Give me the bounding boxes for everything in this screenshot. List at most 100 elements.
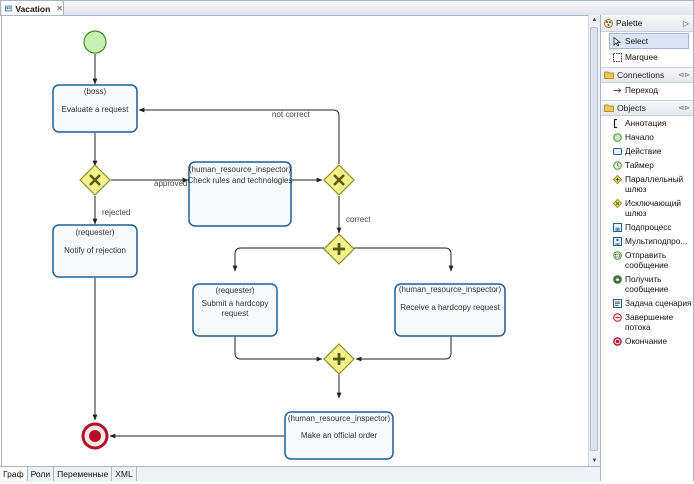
cursor-icon — [613, 36, 622, 46]
palette-item-label: Окончание — [625, 336, 668, 346]
transition-arrow-icon — [613, 87, 622, 93]
palette-item-label: Мультиподпро... — [625, 236, 688, 246]
palette-item-task[interactable]: Действие — [601, 144, 693, 158]
palette-item-label: Задача сценария — [625, 298, 692, 308]
receive-message-icon — [613, 274, 622, 284]
folder-open-icon — [604, 71, 614, 79]
scrollbar-thumb[interactable] — [590, 27, 598, 451]
timer-icon — [613, 160, 622, 170]
process-diagram[interactable]: approved rejected not correct correct (b… — [2, 16, 589, 467]
flow-fork-to-receive[interactable] — [354, 247, 454, 272]
task-label: Make an official order — [301, 431, 378, 440]
task-label: Receive a hardcopy request — [400, 303, 500, 312]
annotation-icon — [613, 118, 617, 128]
drawer-pin-icon[interactable]: ⊲⊳ — [678, 105, 690, 112]
palette-tool-select[interactable]: Select — [609, 33, 689, 49]
end-event-icon — [613, 336, 622, 346]
editor-tab-vacation[interactable]: Vacation ✕ — [2, 1, 64, 16]
palette-tool-marquee[interactable]: Marquee — [601, 50, 693, 64]
editor-bottom-tabs: Граф Роли Переменные XML — [0, 466, 600, 482]
task-receive-hardcopy[interactable]: (human_resource_inspector) Receive a har… — [394, 283, 506, 337]
palette-item-transition[interactable]: Переход — [601, 83, 693, 97]
scroll-up-arrow-icon[interactable]: ▲ — [591, 17, 598, 23]
end-token-icon — [613, 312, 622, 322]
process-file-icon — [5, 5, 13, 12]
palette-item-end[interactable]: Окончание — [601, 334, 693, 348]
palette-item-script-task[interactable]: Задача сценария — [601, 296, 693, 310]
parallel-gateway-fork[interactable] — [323, 233, 355, 265]
tab-xml[interactable]: XML — [112, 467, 137, 481]
tab-graph[interactable]: Граф — [0, 467, 28, 481]
flow-label-correct: correct — [346, 215, 371, 224]
flow-submit-to-join[interactable] — [234, 336, 323, 362]
exclusive-gateway-2[interactable] — [323, 164, 355, 196]
task-check-rules[interactable]: (human_resource_inspector) Check rules a… — [188, 161, 293, 227]
task-label: Evaluate a request — [62, 105, 129, 114]
palette-item-label: Переход — [625, 85, 658, 95]
subprocess-icon — [613, 222, 622, 232]
parallel-gateway-icon — [613, 174, 622, 184]
flow-not-correct[interactable] — [138, 107, 340, 164]
start-event[interactable] — [83, 30, 107, 54]
palette-item-label: Таймер — [625, 160, 654, 170]
script-task-icon — [613, 298, 622, 308]
palette-panel: Palette ▷ Select Marquee Connections ⊲⊳ … — [600, 15, 694, 481]
palette-item-annotation[interactable]: Аннотация — [601, 116, 693, 130]
task-role: (requester) — [215, 286, 254, 295]
task-submit-hardcopy[interactable]: (requester) Submit a hardcopy request — [192, 283, 278, 337]
palette-tool-label: Marquee — [625, 52, 658, 62]
palette-title: Palette — [616, 18, 643, 28]
scroll-down-arrow-icon[interactable]: ▼ — [591, 458, 598, 464]
palette-item-subprocess[interactable]: Подпроцесс — [601, 220, 693, 234]
drawer-title: Objects — [617, 103, 646, 113]
sequence-flows — [92, 54, 454, 439]
flow-receive-to-join[interactable] — [355, 336, 452, 362]
parallel-gateway-join[interactable] — [323, 343, 355, 375]
canvas-vertical-scrollbar[interactable]: ▲ ▼ — [588, 15, 600, 466]
flow-label-rejected: rejected — [102, 208, 130, 217]
flow-fork-to-submit[interactable] — [232, 247, 324, 272]
task-role: (human_resource_inspector) — [399, 285, 502, 294]
palette-header: Palette ▷ — [601, 15, 693, 32]
palette-collapse-arrow-icon[interactable]: ▷ — [682, 18, 689, 28]
task-label: Check rules and technologies — [188, 176, 293, 185]
task-role: (human_resource_inspector) — [288, 414, 391, 423]
drawer-pin-icon[interactable]: ⊲⊳ — [678, 72, 690, 79]
palette-item-label: Действие — [625, 146, 662, 156]
task-official-order[interactable]: (human_resource_inspector) Make an offic… — [284, 411, 394, 460]
tab-roles[interactable]: Роли — [28, 467, 55, 481]
close-tab-icon[interactable]: ✕ — [56, 4, 63, 13]
editor-tab-title: Vacation — [15, 3, 51, 14]
send-message-icon — [613, 250, 622, 260]
end-event[interactable] — [81, 422, 109, 450]
task-label: request — [222, 309, 249, 318]
palette-item-multi-subprocess[interactable]: Мультиподпро... — [601, 234, 693, 248]
palette-item-label: Аннотация — [625, 118, 667, 128]
palette-item-label: Начало — [625, 132, 654, 142]
palette-item-timer[interactable]: Таймер — [601, 158, 693, 172]
palette-tool-label: Select — [625, 36, 649, 46]
palette-drawer-objects[interactable]: Objects ⊲⊳ — [601, 100, 693, 116]
task-icon — [613, 147, 622, 155]
palette-item-label: Подпроцесс — [625, 222, 672, 232]
diagram-canvas[interactable]: approved rejected not correct correct (b… — [1, 15, 589, 467]
palette-drawer-connections[interactable]: Connections ⊲⊳ — [601, 67, 693, 83]
start-event-icon — [613, 132, 622, 142]
exclusive-gateway-1[interactable] — [79, 164, 111, 196]
task-label: Notify of rejection — [64, 246, 126, 255]
task-evaluate-request[interactable]: (boss) Evaluate a request — [52, 84, 138, 133]
task-role: (boss) — [84, 87, 107, 96]
tab-variables[interactable]: Переменные — [54, 467, 113, 481]
palette-item-start[interactable]: Начало — [601, 130, 693, 144]
task-notify-rejection[interactable]: (requester) Notify of rejection — [52, 224, 138, 278]
